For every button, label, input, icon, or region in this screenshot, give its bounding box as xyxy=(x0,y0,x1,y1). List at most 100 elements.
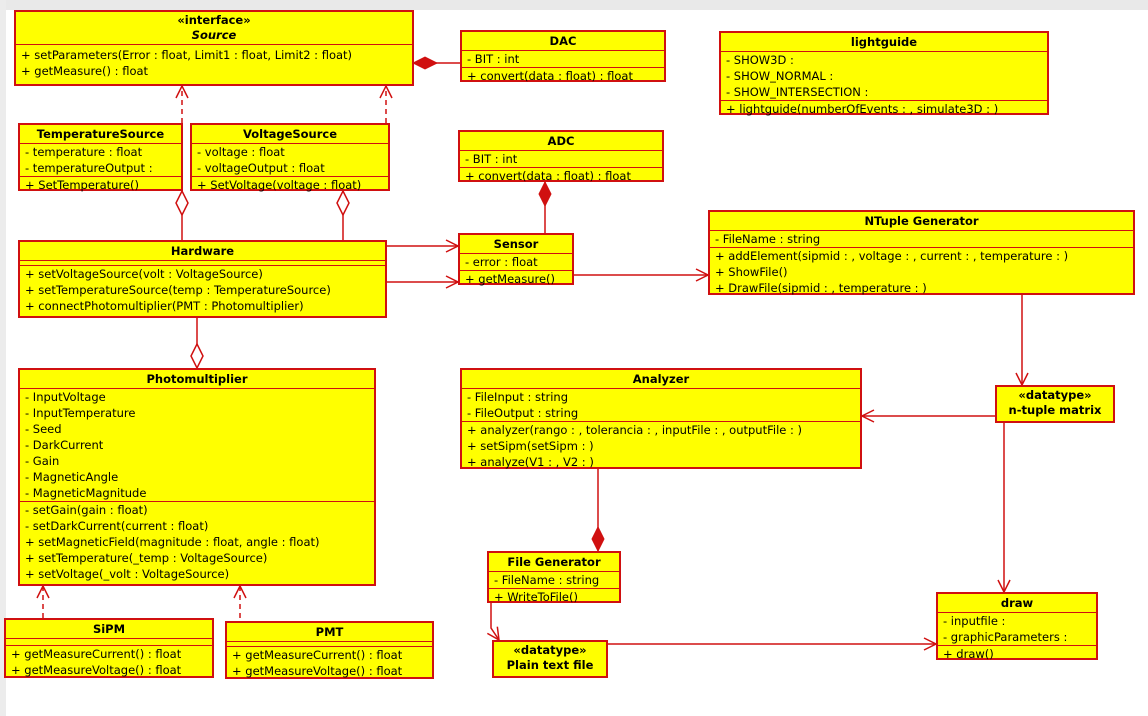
operation: + convert(data : float) : float xyxy=(467,69,633,83)
datatype-plain-text-file: «datatype» Plain text file xyxy=(492,640,608,678)
attribute: - FileName : string xyxy=(715,232,821,246)
attribute: - Seed xyxy=(25,422,62,436)
class-pmt: PMT + getMeasureCurrent() : float + getM… xyxy=(225,621,434,679)
class-name: SiPM xyxy=(6,620,212,639)
attributes-section xyxy=(20,261,385,266)
attribute: - DarkCurrent xyxy=(25,438,104,452)
class-header: «datatype» n-tuple matrix xyxy=(997,387,1113,419)
operation: + draw() xyxy=(943,647,994,661)
class-name: ADC xyxy=(460,132,662,151)
stereotype-label: «datatype» xyxy=(1018,388,1092,402)
class-name: lightguide xyxy=(721,33,1047,52)
class-name: Photomultiplier xyxy=(20,370,374,389)
attribute: - voltageOutput : float xyxy=(197,161,325,175)
attribute: - error : float xyxy=(465,255,538,269)
class-name: PMT xyxy=(227,623,432,642)
class-analyzer: Analyzer - FileInput : string - FileOutp… xyxy=(460,368,862,469)
operation: + getMeasureVoltage() : float xyxy=(11,663,182,677)
operation: + addElement(sipmid : , voltage : , curr… xyxy=(715,249,1069,263)
operations-section: + getMeasureCurrent() : float + getMeasu… xyxy=(6,646,212,678)
operation: + getMeasureVoltage() : float xyxy=(232,664,403,678)
attribute: - SHOW3D : xyxy=(726,53,794,67)
operation: + setTemperatureSource(temp : Temperatur… xyxy=(25,283,331,297)
attributes-section: - temperature : float - temperatureOutpu… xyxy=(20,144,181,177)
class-header: «datatype» Plain text file xyxy=(494,642,606,674)
operations-section: - setGain(gain : float) - setDarkCurrent… xyxy=(20,502,374,582)
operation: + lightguide(numberOfEvents : , simulate… xyxy=(726,102,999,116)
stereotype-label: «datatype» xyxy=(513,643,587,657)
attributes-section: - InputVoltage - InputTemperature - Seed… xyxy=(20,389,374,502)
operations-section: + setParameters(Error : float, Limit1 : … xyxy=(16,45,412,79)
attribute: - FileInput : string xyxy=(467,390,569,404)
operations-section: + analyzer(rango : , tolerancia : , inpu… xyxy=(462,422,860,470)
operation: + setVoltageSource(volt : VoltageSource) xyxy=(25,267,263,281)
operations-section: + convert(data : float) : float xyxy=(462,68,664,84)
operation: - setDarkCurrent(current : float) xyxy=(25,519,209,533)
operation: + ShowFile() xyxy=(715,265,788,279)
class-sensor: Sensor - error : float + getMeasure() xyxy=(458,233,574,286)
class-name: Source xyxy=(191,28,237,42)
attributes-section: - FileInput : string - FileOutput : stri… xyxy=(462,389,860,422)
operation: - setGain(gain : float) xyxy=(25,503,148,517)
class-lightguide: lightguide - SHOW3D : - SHOW_NORMAL : - … xyxy=(719,31,1049,117)
operation: + setParameters(Error : float, Limit1 : … xyxy=(21,48,353,62)
operation: + WriteToFile() xyxy=(494,590,578,604)
attribute: - inputfile : xyxy=(943,614,1006,628)
operation: + setSipm(setSipm : ) xyxy=(467,439,594,453)
attribute: - MagneticMagnitude xyxy=(25,486,147,500)
operations-section: + draw() xyxy=(938,646,1096,662)
class-name: n-tuple matrix xyxy=(1008,403,1102,417)
operation: + getMeasureCurrent() : float xyxy=(232,648,403,662)
class-dac: DAC - BIT : int + convert(data : float) … xyxy=(460,30,666,84)
operation: + setVoltage(_volt : VoltageSource) xyxy=(25,567,230,581)
attribute: - temperature : float xyxy=(25,145,143,159)
operation: + convert(data : float) : float xyxy=(465,169,631,183)
class-ntuple-generator: NTuple Generator - FileName : string + a… xyxy=(708,210,1135,295)
attribute: - Gain xyxy=(25,454,60,468)
attributes-section xyxy=(6,639,212,646)
operation: + getMeasure() xyxy=(465,272,556,286)
class-sipm: SiPM + getMeasureCurrent() : float + get… xyxy=(4,618,214,678)
attribute: - SHOW_NORMAL : xyxy=(726,69,834,83)
operation: + SetTemperature() xyxy=(25,178,139,192)
class-header: «interface» Source xyxy=(16,12,412,45)
class-voltagesource: VoltageSource - voltage : float - voltag… xyxy=(190,123,390,192)
operations-section: + setVoltageSource(volt : VoltageSource)… xyxy=(20,266,385,314)
attributes-section: - BIT : int xyxy=(462,51,664,68)
attributes-section: - voltage : float - voltageOutput : floa… xyxy=(192,144,388,177)
operation: + analyzer(rango : , tolerancia : , inpu… xyxy=(467,423,803,437)
operations-section: + getMeasureCurrent() : float + getMeasu… xyxy=(227,647,432,679)
attribute: - voltage : float xyxy=(197,145,285,159)
class-adc: ADC - BIT : int + convert(data : float) … xyxy=(458,130,664,183)
attributes-section: - FileName : string xyxy=(489,572,619,589)
class-temperaturesource: TemperatureSource - temperature : float … xyxy=(18,123,183,193)
operation: + getMeasure() : float xyxy=(21,64,149,78)
attributes-section xyxy=(227,642,432,647)
operations-section: + addElement(sipmid : , voltage : , curr… xyxy=(710,248,1133,296)
operation: + analyze(V1 : , V2 : ) xyxy=(467,455,594,469)
class-name: DAC xyxy=(462,32,664,51)
class-name: Hardware xyxy=(20,242,385,261)
operations-section: + lightguide(numberOfEvents : , simulate… xyxy=(721,101,1047,117)
attribute: - temperatureOutput : xyxy=(25,161,153,175)
attribute: - InputVoltage xyxy=(25,390,106,404)
operation: + getMeasureCurrent() : float xyxy=(11,647,182,661)
datatype-ntuple-matrix: «datatype» n-tuple matrix xyxy=(995,385,1115,423)
attributes-section: - FileName : string xyxy=(710,231,1133,248)
operation: + DrawFile(sipmid : , temperature : ) xyxy=(715,281,927,295)
operation: + setMagneticField(magnitude : float, an… xyxy=(25,535,320,549)
class-name: VoltageSource xyxy=(192,125,388,144)
operations-section: + SetTemperature() xyxy=(20,177,181,193)
class-name: Analyzer xyxy=(462,370,860,389)
attribute: - FileName : string xyxy=(494,573,600,587)
class-source: «interface» Source + setParameters(Error… xyxy=(14,10,414,86)
attribute: - MagneticAngle xyxy=(25,470,119,484)
attribute: - FileOutput : string xyxy=(467,406,579,420)
window-top-border xyxy=(0,0,1148,10)
operations-section: + WriteToFile() xyxy=(489,589,619,605)
class-name: NTuple Generator xyxy=(710,212,1133,231)
attributes-section: - inputfile : - graphicParameters : xyxy=(938,613,1096,646)
association-filegenerator-plaintext xyxy=(491,603,499,640)
operation: + connectPhotomultiplier(PMT : Photomult… xyxy=(25,299,304,313)
